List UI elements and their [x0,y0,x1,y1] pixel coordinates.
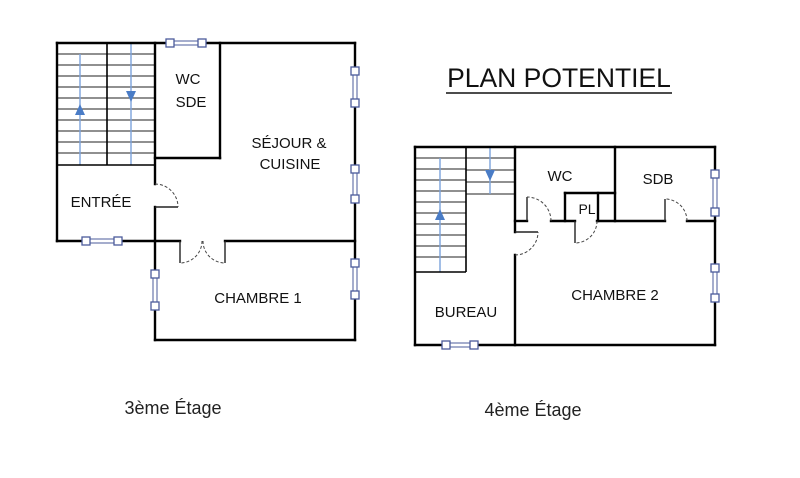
stair-arrow-down-icon [126,91,136,102]
room-label-wc: WC [548,168,573,185]
door-swing-arc [202,240,226,264]
window-frame-square [165,38,175,48]
window-symbol [441,340,479,350]
stair-arrow-up-icon [75,104,85,115]
floor-3-caption: 3ème Étage [124,398,221,418]
door-swing-arc [664,198,688,222]
plan-title-block: PLAN POTENTIEL [446,63,672,94]
window-symbol [150,269,160,311]
window-frame-square [350,194,360,204]
window-symbol [710,263,720,303]
stair-arrow-up-icon [435,209,445,220]
floor-3-staircase [57,43,155,166]
floor-3-doors-and-windows [81,38,360,311]
window-frame-square [113,236,123,246]
window-symbol [350,164,360,204]
window-symbol [81,236,123,246]
door-swing-arc [154,183,179,208]
window-frame-square [710,293,720,303]
room-label-sejour-line2: CUISINE [260,156,321,173]
plan-title: PLAN POTENTIEL [447,63,671,93]
window-frame-square [197,38,207,48]
window-frame-square [441,340,451,350]
floor-4-plan: WC PL SDB BUREAU CHAMBRE 2 4ème Étage [413,145,720,420]
window-frame-square [81,236,91,246]
window-frame-square [350,258,360,268]
floor-3-walls [55,41,357,342]
door-symbol [574,220,598,244]
window-frame-square [150,269,160,279]
door-symbol [514,231,539,256]
room-label-sejour-line1: SÉJOUR & [251,135,326,152]
room-label-wc-sde-line2: SDE [176,94,207,111]
floor-4-walls [413,145,717,347]
window-frame-square [710,263,720,273]
floor-4-doors-and-windows [441,169,720,350]
door-symbol [526,196,552,222]
window-symbol [165,38,207,48]
door-swing-arc [179,240,203,264]
door-symbol [154,183,179,208]
floor-3-room-labels: WC SDE SÉJOUR & CUISINE ENTRÉE CHAMBRE 1 [71,71,327,307]
window-frame-square [469,340,479,350]
room-label-chambre-1: CHAMBRE 1 [214,290,302,307]
room-label-bureau: BUREAU [435,304,498,321]
window-frame-square [350,290,360,300]
floor-4-room-labels: WC PL SDB BUREAU CHAMBRE 2 [435,168,674,321]
room-label-pl: PL [578,201,595,217]
floor-3-plan: WC SDE SÉJOUR & CUISINE ENTRÉE CHAMBRE 1… [55,38,360,418]
room-label-chambre-2: CHAMBRE 2 [571,287,659,304]
door-swing-arc [514,231,539,256]
room-label-wc-sde-line1: WC [176,71,201,88]
window-symbol [350,66,360,108]
door-swing-arc [526,196,552,222]
window-symbol [710,169,720,217]
stair-arrow-down-icon [485,170,495,181]
door-swing-arc [574,220,598,244]
door-symbol [179,240,203,264]
floor-4-caption: 4ème Étage [484,400,581,420]
door-symbol [202,240,226,264]
window-frame-square [710,207,720,217]
door-symbol [664,198,688,222]
window-frame-square [150,301,160,311]
window-frame-square [350,66,360,76]
window-frame-square [350,98,360,108]
window-symbol [350,258,360,300]
room-label-sdb: SDB [643,171,674,188]
window-frame-square [710,169,720,179]
floor-4-staircase [415,147,515,273]
room-label-entree: ENTRÉE [71,194,132,211]
window-frame-square [350,164,360,174]
